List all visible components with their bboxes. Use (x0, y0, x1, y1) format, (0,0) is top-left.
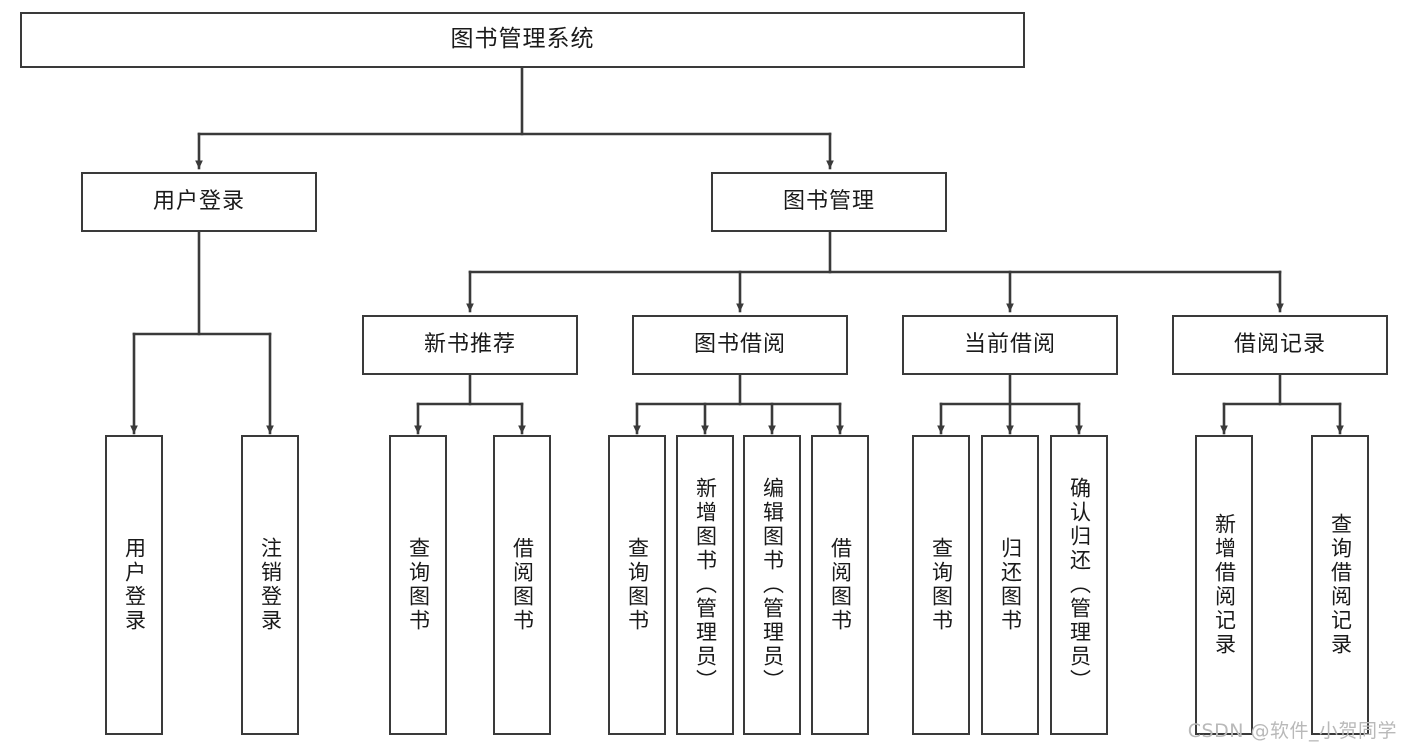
node-label: 查询图书 (929, 537, 954, 633)
watermark-text: CSDN @软件_小贺同学 (1187, 720, 1397, 742)
node-label: 编辑图书（管理员） (760, 477, 785, 693)
node-label: 用户登录 (122, 537, 147, 633)
node-label: 新增图书（管理员） (693, 477, 718, 693)
node-leaf-edit-book[interactable]: 编辑图书（管理员） (743, 435, 801, 735)
node-leaf-add-book[interactable]: 新增图书（管理员） (676, 435, 734, 735)
node-leaf-borrow-book-2[interactable]: 借阅图书 (811, 435, 869, 735)
node-leaf-query-book-3[interactable]: 查询图书 (912, 435, 970, 735)
node-label: 归还图书 (998, 537, 1023, 633)
node-label: 图书借阅 (693, 332, 786, 358)
node-current-borrow[interactable]: 当前借阅 (902, 315, 1118, 375)
node-label: 新书推荐 (423, 332, 516, 358)
node-book-borrow[interactable]: 图书借阅 (632, 315, 848, 375)
node-label: 查询图书 (625, 537, 650, 633)
node-label: 当前借阅 (963, 332, 1056, 358)
node-borrow-record[interactable]: 借阅记录 (1172, 315, 1388, 375)
node-leaf-query-borrow-record[interactable]: 查询借阅记录 (1311, 435, 1369, 735)
node-new-book-recommend[interactable]: 新书推荐 (362, 315, 578, 375)
node-label: 用户登录 (152, 189, 245, 215)
node-leaf-user-login[interactable]: 用户登录 (105, 435, 163, 735)
node-leaf-user-logout[interactable]: 注销登录 (241, 435, 299, 735)
node-label: 借阅图书 (828, 537, 853, 633)
node-user-login[interactable]: 用户登录 (81, 172, 317, 232)
node-label: 确认归还（管理员） (1067, 477, 1092, 693)
node-leaf-query-book-2[interactable]: 查询图书 (608, 435, 666, 735)
node-label: 新增借阅记录 (1212, 513, 1237, 657)
node-leaf-query-book-1[interactable]: 查询图书 (389, 435, 447, 735)
node-label: 注销登录 (258, 537, 283, 633)
node-leaf-borrow-book-1[interactable]: 借阅图书 (493, 435, 551, 735)
node-leaf-confirm-return[interactable]: 确认归还（管理员） (1050, 435, 1108, 735)
node-label: 查询图书 (406, 537, 431, 633)
node-label: 借阅图书 (510, 537, 535, 633)
node-root-system[interactable]: 图书管理系统 (20, 12, 1025, 68)
node-label: 借阅记录 (1233, 332, 1326, 358)
node-leaf-add-borrow-record[interactable]: 新增借阅记录 (1195, 435, 1253, 735)
node-label: 图书管理 (782, 189, 875, 215)
node-leaf-return-book[interactable]: 归还图书 (981, 435, 1039, 735)
node-label: 查询借阅记录 (1328, 513, 1353, 657)
node-book-management[interactable]: 图书管理 (711, 172, 947, 232)
node-label: 图书管理系统 (450, 26, 595, 53)
